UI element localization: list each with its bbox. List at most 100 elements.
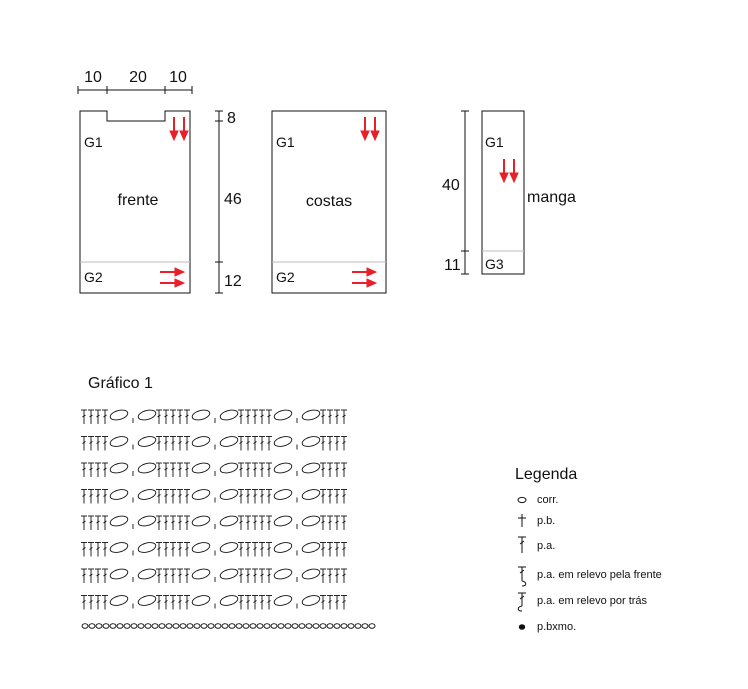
foundation-chain bbox=[270, 623, 278, 629]
dc-stitch bbox=[177, 595, 183, 610]
dc-stitch bbox=[266, 568, 272, 583]
dc-stitch bbox=[341, 489, 347, 504]
chain-arc bbox=[219, 542, 239, 553]
foundation-chain bbox=[116, 623, 124, 629]
dc-stitch bbox=[163, 542, 169, 557]
dc-stitch bbox=[184, 568, 190, 583]
foundation-chain bbox=[207, 623, 215, 629]
sleeve-height-dimensions bbox=[461, 110, 469, 275]
dc-stitch bbox=[259, 595, 265, 610]
dc-stitch bbox=[184, 409, 190, 424]
dc-stitch bbox=[327, 436, 333, 451]
dc-stitch bbox=[334, 595, 340, 610]
foundation-chain bbox=[263, 623, 271, 629]
chain-arc bbox=[191, 436, 211, 447]
foundation-chain bbox=[81, 623, 89, 629]
dc-stitch bbox=[88, 595, 94, 610]
dc-stitch bbox=[177, 568, 183, 583]
foundation-chain bbox=[200, 623, 208, 629]
dim-top-middle: 20 bbox=[129, 69, 147, 86]
chain-arc bbox=[137, 409, 157, 421]
legend-item-fpdc: p.a. em relevo pela frente bbox=[518, 566, 662, 587]
dc-stitch bbox=[177, 542, 183, 557]
front-right-arrows bbox=[160, 267, 186, 288]
chain-arc bbox=[109, 568, 129, 580]
legend-label-fpdc: p.a. em relevo pela frente bbox=[537, 569, 662, 581]
dc-stitch bbox=[170, 568, 176, 583]
foundation-chain bbox=[326, 623, 334, 629]
foundation-chain bbox=[221, 623, 229, 629]
foundation-chain bbox=[109, 623, 117, 629]
dc-stitch bbox=[170, 595, 176, 610]
dc-stitch bbox=[334, 409, 340, 424]
chain-arc bbox=[109, 462, 129, 474]
foundation-chain bbox=[158, 623, 166, 629]
sleeve-piece bbox=[481, 110, 525, 275]
dc-stitch bbox=[334, 515, 340, 530]
dc-stitch bbox=[184, 436, 190, 451]
dc-stitch bbox=[163, 515, 169, 530]
foundation-chain bbox=[319, 623, 327, 629]
chain-arc bbox=[301, 462, 321, 474]
dc-stitch bbox=[341, 542, 347, 557]
back-piece bbox=[271, 110, 387, 294]
front-height-dimensions bbox=[215, 110, 223, 294]
legend-title: Legenda bbox=[515, 466, 577, 483]
dc-stitch bbox=[177, 489, 183, 504]
foundation-chain bbox=[144, 623, 152, 629]
foundation-chain bbox=[347, 623, 355, 629]
dc-stitch bbox=[252, 515, 258, 530]
foundation-chain bbox=[242, 623, 250, 629]
dc-stitch bbox=[102, 595, 108, 610]
dc-stitch bbox=[252, 489, 258, 504]
dc-stitch bbox=[245, 515, 251, 530]
chain-arc bbox=[191, 515, 211, 527]
legend-label-slip: p.bxmo. bbox=[537, 621, 576, 633]
chain-arc bbox=[273, 595, 293, 606]
dc-stitch bbox=[163, 489, 169, 504]
chain-stitch-icon bbox=[517, 496, 527, 504]
foundation-chain bbox=[361, 623, 369, 629]
chain-arc bbox=[273, 542, 293, 553]
dc-stitch bbox=[320, 595, 326, 610]
back-g2-label: G2 bbox=[276, 269, 295, 285]
dc-stitch bbox=[156, 515, 162, 530]
dc-stitch bbox=[177, 409, 183, 424]
dc-stitch bbox=[88, 489, 94, 504]
front-g1-label: G1 bbox=[84, 134, 103, 150]
foundation-chain bbox=[312, 623, 320, 629]
chain-arc bbox=[191, 568, 211, 580]
chain-arc bbox=[219, 515, 239, 527]
dc-stitch bbox=[252, 436, 258, 451]
chain-arc bbox=[109, 595, 129, 606]
foundation-chain bbox=[284, 623, 292, 629]
dc-stitch bbox=[245, 595, 251, 610]
dc-stitch bbox=[341, 595, 347, 610]
dc-stitch bbox=[341, 409, 347, 424]
dc-stitch bbox=[156, 568, 162, 583]
width-dimensions bbox=[77, 86, 193, 94]
dc-stitch bbox=[81, 409, 87, 424]
chain-arc bbox=[273, 462, 293, 474]
dc-stitch bbox=[334, 542, 340, 557]
dc-stitch bbox=[320, 489, 326, 504]
dc-stitch bbox=[252, 568, 258, 583]
foundation-chain bbox=[249, 623, 257, 629]
dc-stitch bbox=[327, 515, 333, 530]
foundation-chain bbox=[228, 623, 236, 629]
foundation-chain bbox=[291, 623, 299, 629]
dc-stitch bbox=[102, 515, 108, 530]
legend-item-sc: p.b. bbox=[518, 514, 555, 527]
chain-arc bbox=[109, 436, 129, 447]
chain-arc bbox=[219, 568, 239, 580]
dc-stitch bbox=[177, 462, 183, 477]
dc-stitch bbox=[238, 409, 244, 424]
dc-stitch bbox=[341, 568, 347, 583]
sleeve-down-arrows bbox=[499, 159, 519, 184]
foundation-chain bbox=[214, 623, 222, 629]
chain-arc bbox=[301, 409, 321, 421]
dc-stitch bbox=[334, 462, 340, 477]
dc-stitch bbox=[95, 462, 101, 477]
chain-arc bbox=[137, 542, 157, 553]
foundation-chain bbox=[333, 623, 341, 629]
